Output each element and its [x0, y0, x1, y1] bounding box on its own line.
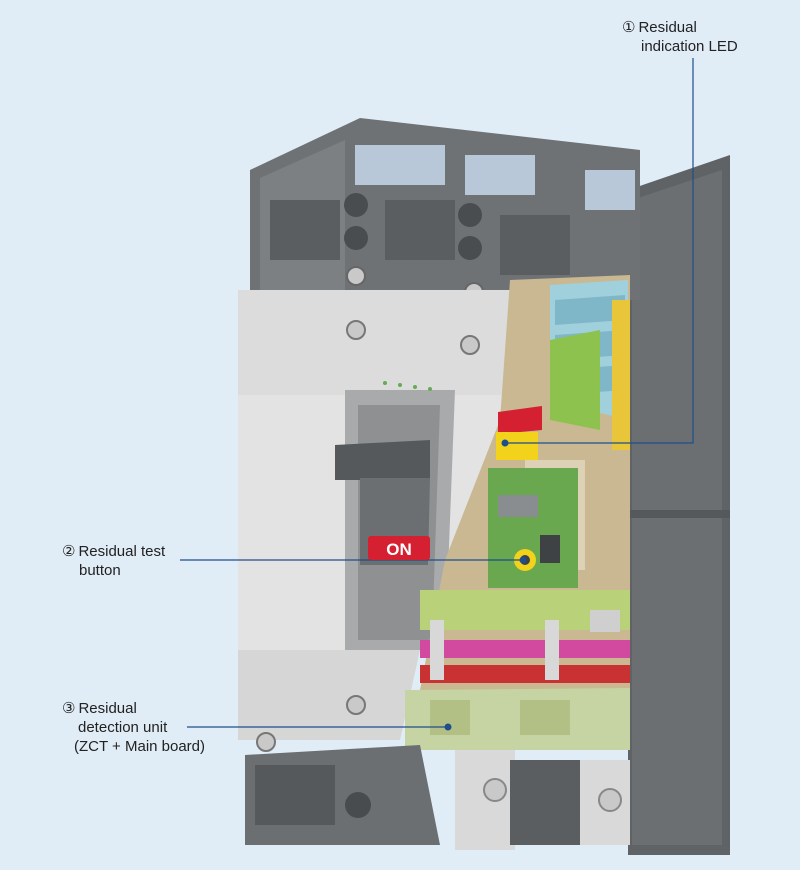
front-cover	[238, 290, 525, 395]
indication-led	[496, 432, 538, 460]
callout-line: indication LED	[641, 38, 738, 55]
dot-indicators	[383, 381, 432, 391]
main-board	[488, 468, 578, 588]
on-label: ON	[386, 540, 412, 559]
callout-line: detection unit	[78, 719, 168, 736]
callout-line: Residual	[78, 700, 137, 717]
callout-line: (ZCT + Main board)	[74, 738, 206, 755]
callout-number: ③	[62, 700, 76, 717]
callout-line: Residual	[638, 19, 697, 36]
callout-number: ②	[62, 543, 76, 560]
callout-line: button	[79, 562, 121, 579]
callout-number: ①	[622, 19, 636, 36]
callout-line: Residual test	[78, 543, 166, 560]
leader-lines	[180, 58, 694, 731]
bus-bar	[420, 640, 630, 658]
on-label-box	[368, 536, 430, 560]
leader-line-led	[505, 58, 694, 444]
handle-lever	[335, 440, 430, 480]
